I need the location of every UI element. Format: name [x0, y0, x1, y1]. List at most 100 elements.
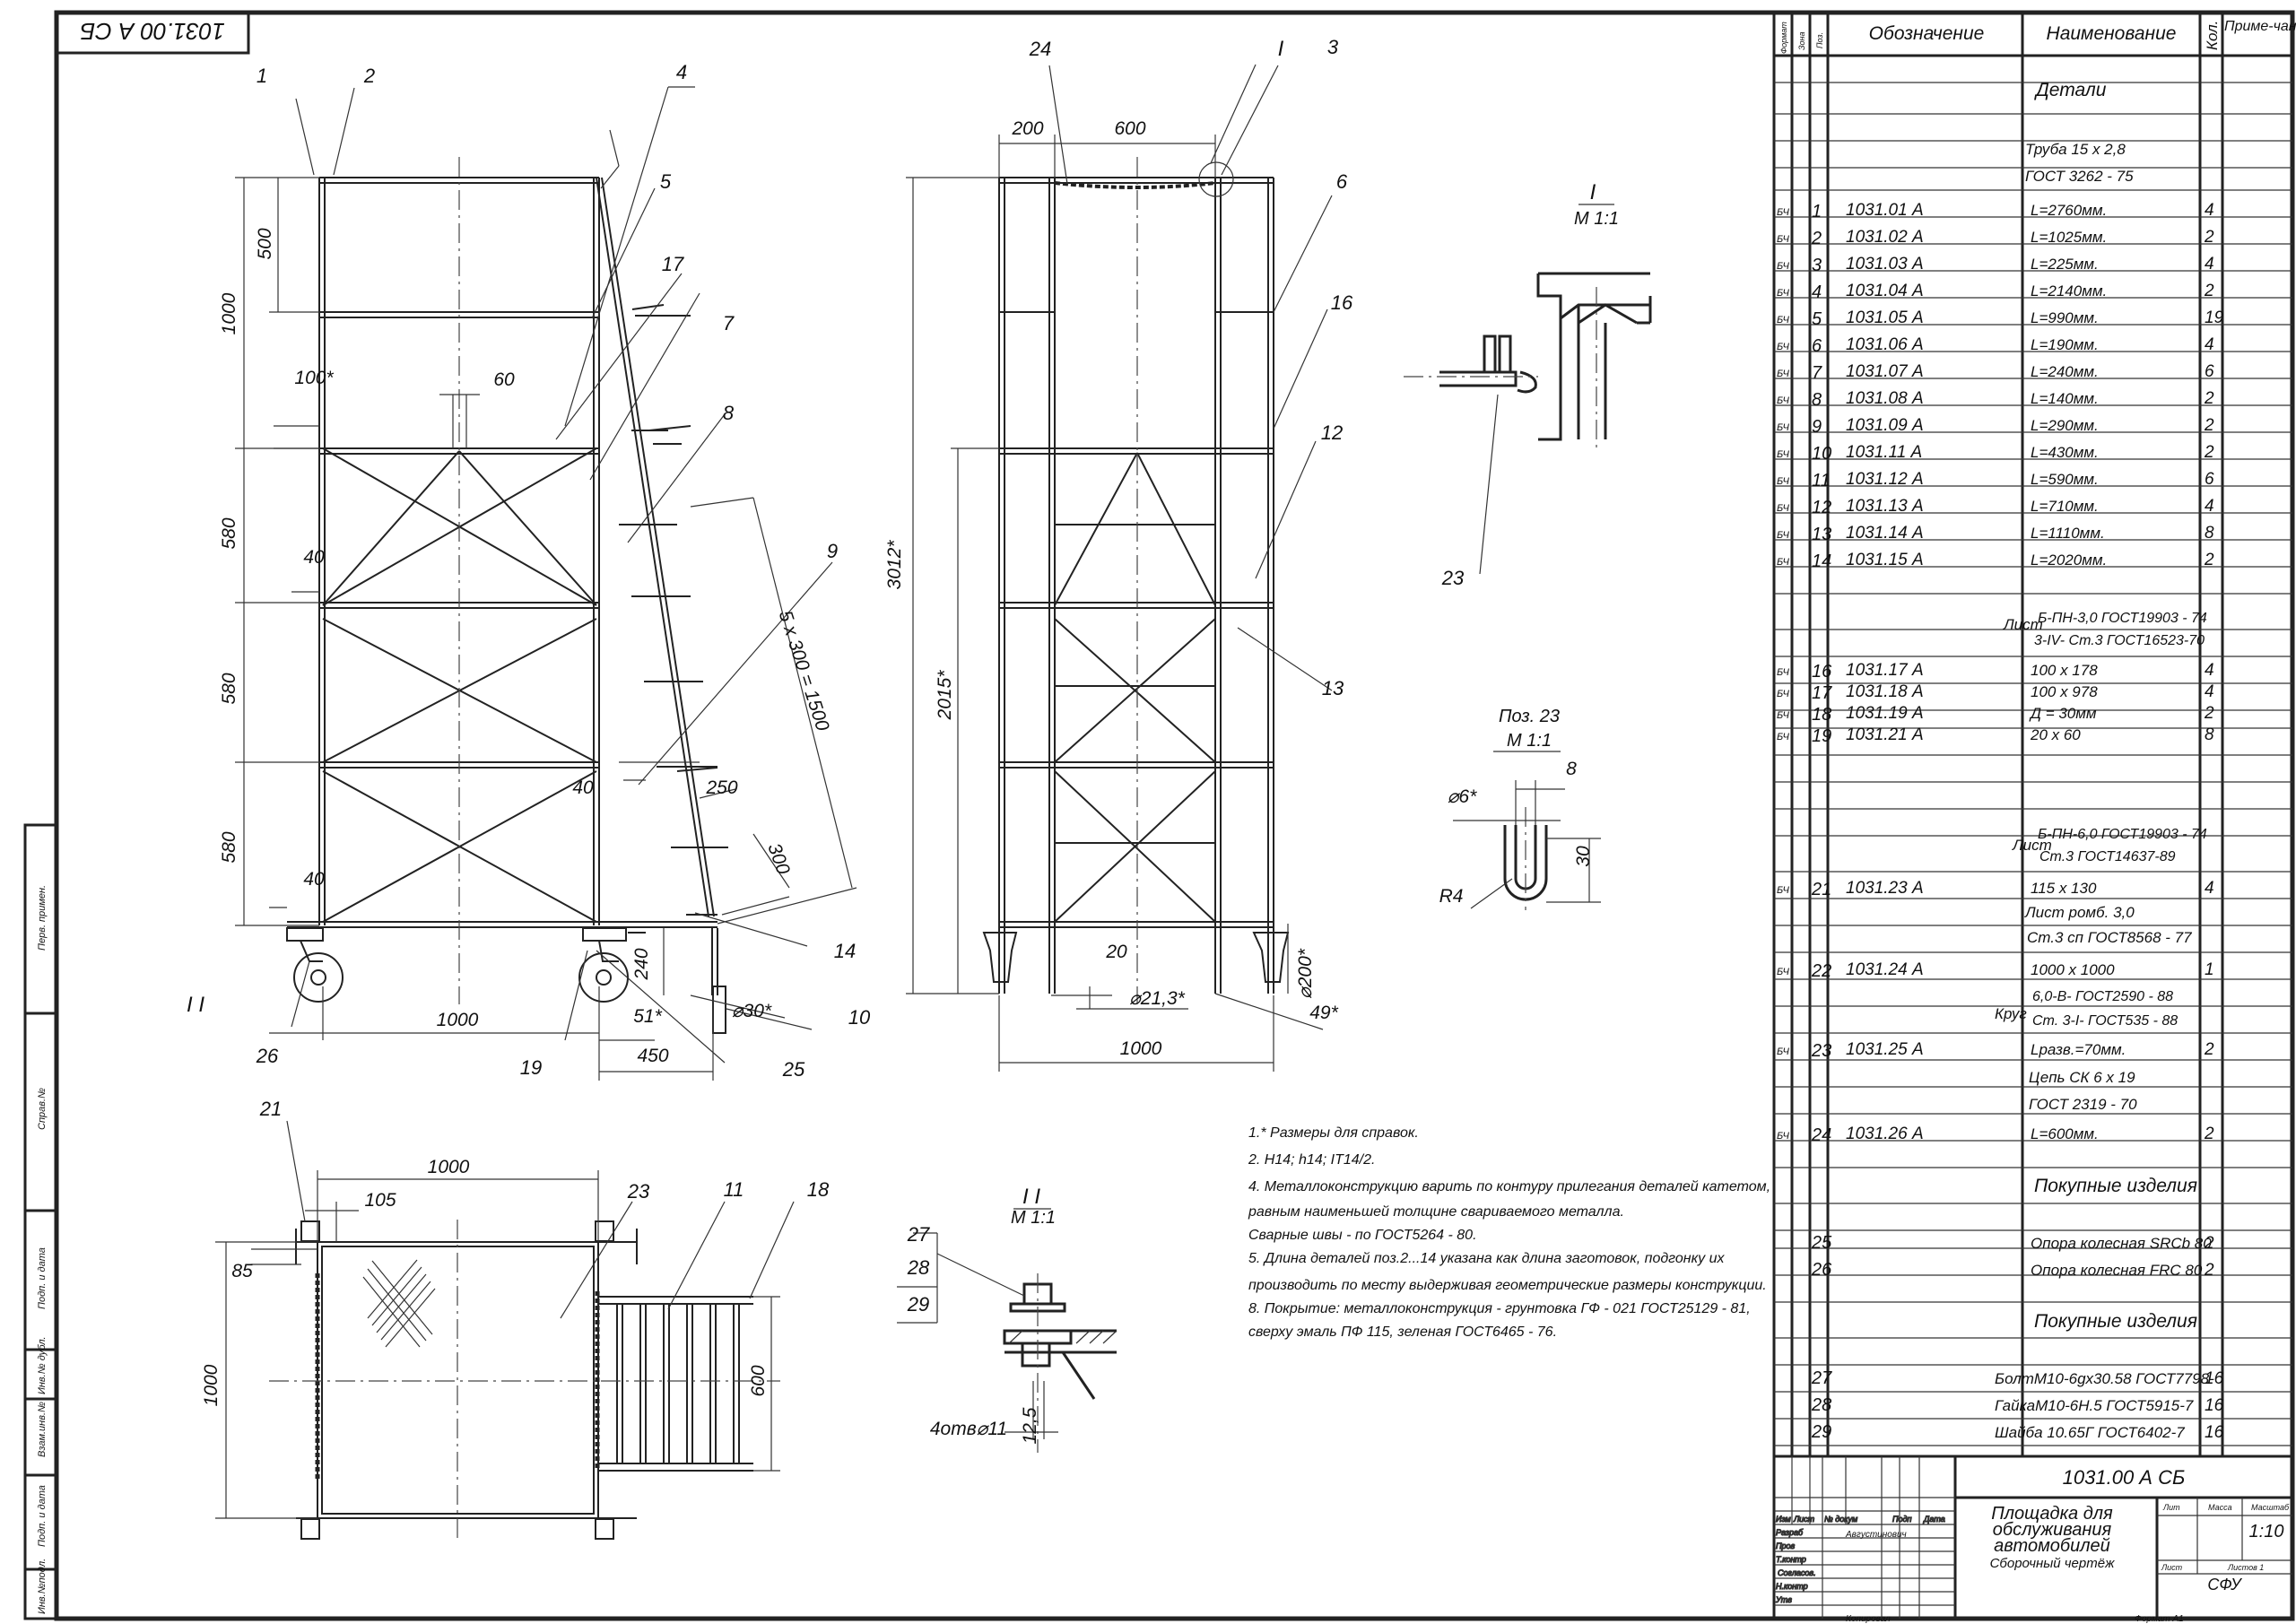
- svg-text:БЧ: БЧ: [1777, 288, 1790, 299]
- svg-text:1031.24 А: 1031.24 А: [1846, 960, 1924, 979]
- svg-text:Утв: Утв: [1775, 1595, 1792, 1604]
- note-line: 4. Металлоконструкцию варить по контуру …: [1248, 1179, 1770, 1194]
- svg-text:Покупные изделия: Покупные изделия: [2034, 1176, 2197, 1196]
- svg-text:11: 11: [1812, 471, 1831, 491]
- svg-text:1031.18 А: 1031.18 А: [1846, 682, 1924, 701]
- svg-text:БЧ: БЧ: [1777, 1046, 1790, 1057]
- svg-text:1031.15 А: 1031.15 А: [1846, 551, 1924, 569]
- svg-text:БЧ: БЧ: [1777, 732, 1790, 743]
- note-line: 2. Н14; h14; IT14/2.: [1248, 1152, 1375, 1168]
- svg-text:8: 8: [2205, 725, 2214, 744]
- svg-text:Справ.№: Справ.№: [37, 1088, 48, 1130]
- svg-text:1031.23 А: 1031.23 А: [1846, 879, 1924, 898]
- dim-d30: ⌀30*: [732, 1001, 772, 1021]
- svg-text:1031.19 А: 1031.19 А: [1846, 704, 1924, 723]
- svg-text:2: 2: [1811, 229, 1822, 248]
- svg-text:1031.02 А: 1031.02 А: [1846, 228, 1924, 247]
- svg-text:2: 2: [2204, 1125, 2214, 1143]
- svg-text:4: 4: [2205, 255, 2214, 274]
- svg-text:L=2140мм.: L=2140мм.: [2031, 282, 2107, 300]
- svg-text:27: 27: [1811, 1368, 1832, 1388]
- technical-notes: 1.* Размеры для справок.2. Н14; h14; IT1…: [1248, 1125, 1770, 1340]
- note-line: равным наименьшей толщине свариваемого м…: [1248, 1204, 1624, 1220]
- svg-text:1031.08 А: 1031.08 А: [1846, 389, 1924, 408]
- svg-text:8: 8: [2205, 524, 2214, 543]
- dim-d1000_top: 1000: [219, 292, 239, 334]
- svg-text:Пров: Пров: [1776, 1541, 1796, 1550]
- dim-f200: 200: [1011, 118, 1043, 139]
- svg-text:БЧ: БЧ: [1777, 261, 1790, 272]
- svg-text:2: 2: [2204, 416, 2214, 435]
- position-label-24: 24: [1029, 38, 1051, 60]
- svg-text:БЧ: БЧ: [1777, 234, 1790, 245]
- position-label-23b: 23: [1441, 567, 1465, 589]
- dim-bolt: 4отв⌀11: [930, 1419, 1007, 1439]
- dim-f600: 600: [1114, 118, 1145, 139]
- header-name: Наименование: [2047, 23, 2177, 44]
- svg-text:L=430мм.: L=430мм.: [2031, 444, 2099, 461]
- svg-text:Ст.3 сп ГОСТ8568 - 77: Ст.3 сп ГОСТ8568 - 77: [2027, 929, 2192, 946]
- svg-text:10: 10: [1812, 444, 1831, 464]
- svg-text:Разраб: Разраб: [1776, 1528, 1804, 1537]
- svg-text:L=590мм.: L=590мм.: [2031, 471, 2099, 488]
- svg-text:L=140мм.: L=140мм.: [2031, 390, 2099, 407]
- svg-text:7: 7: [1812, 363, 1822, 383]
- position-label-7: 7: [723, 312, 735, 334]
- svg-text:автомобилей: автомобилей: [1994, 1536, 2110, 1556]
- svg-text:Шайба 10.65Г ГОСТ6402-7: Шайба 10.65Г ГОСТ6402-7: [1995, 1424, 2185, 1441]
- front-view: [235, 86, 857, 1081]
- svg-text:L=710мм.: L=710мм.: [2031, 498, 2099, 515]
- callout-I: I: [1278, 37, 1284, 61]
- svg-text:L=990мм.: L=990мм.: [2031, 309, 2099, 326]
- svg-text:2: 2: [2204, 1261, 2214, 1280]
- position-label-27: 27: [907, 1223, 930, 1246]
- svg-text:Масштаб: Масштаб: [2251, 1503, 2290, 1512]
- svg-text:Формат: Формат: [1779, 22, 1788, 54]
- dim-d250: 250: [705, 777, 737, 798]
- svg-text:Взам.инв.№: Взам.инв.№: [37, 1402, 48, 1457]
- dim-r4: R4: [1439, 886, 1464, 907]
- dim-d100: 100*: [294, 368, 334, 388]
- svg-text:Августинович: Августинович: [1845, 1530, 1907, 1540]
- svg-text:Б-ПН-6,0 ГОСТ19903 - 74: Б-ПН-6,0 ГОСТ19903 - 74: [2038, 827, 2207, 842]
- svg-text:Опора колесная FRC 80: Опора колесная FRC 80: [2031, 1262, 2203, 1279]
- dim-p1000b: 1000: [201, 1364, 222, 1406]
- svg-text:БЧ: БЧ: [1777, 422, 1790, 433]
- position-label-13: 13: [1322, 677, 1344, 699]
- position-label-12: 12: [1321, 421, 1343, 444]
- detail-II-title: I I: [1022, 1185, 1040, 1209]
- svg-text:Формат А1: Формат А1: [2135, 1614, 2184, 1624]
- svg-text:26: 26: [1811, 1260, 1832, 1280]
- dim-f1000: 1000: [1120, 1038, 1162, 1059]
- position-label-3: 3: [1327, 36, 1339, 58]
- dim-d300: 300: [763, 840, 794, 877]
- svg-text:100 х 978: 100 х 978: [2031, 683, 2098, 700]
- svg-text:Лист ромб. 3,0: Лист ромб. 3,0: [2024, 904, 2135, 921]
- note-line: 5. Длина деталей поз.2...14 указана как …: [1248, 1251, 1725, 1266]
- svg-text:29: 29: [1811, 1422, 1831, 1442]
- svg-text:БЧ: БЧ: [1777, 449, 1790, 460]
- svg-text:ГОСТ 3262 - 75: ГОСТ 3262 - 75: [2025, 168, 2134, 185]
- svg-text:1031.25 А: 1031.25 А: [1846, 1040, 1924, 1059]
- svg-text:L=1025мм.: L=1025мм.: [2031, 229, 2107, 246]
- svg-text:Лит: Лит: [2162, 1503, 2180, 1512]
- position-label-1: 1: [257, 65, 267, 87]
- svg-text:БЧ: БЧ: [1777, 885, 1790, 896]
- svg-text:БЧ: БЧ: [1777, 710, 1790, 721]
- svg-text:115 х 130: 115 х 130: [2031, 880, 2097, 897]
- svg-text:БЧ: БЧ: [1777, 342, 1790, 352]
- svg-text:1031.01 А: 1031.01 А: [1846, 201, 1924, 220]
- svg-text:2: 2: [2204, 443, 2214, 462]
- svg-text:Согласов.: Согласов.: [1778, 1568, 1816, 1577]
- svg-text:1031.06 А: 1031.06 А: [1846, 335, 1924, 354]
- dim-d580b: 580: [219, 673, 239, 704]
- pos23-title: Поз. 23: [1499, 707, 1560, 726]
